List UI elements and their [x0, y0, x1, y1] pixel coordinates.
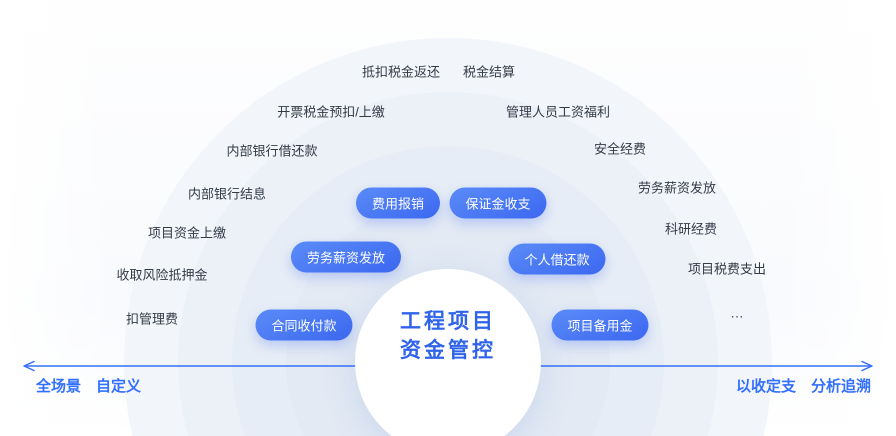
footer-tag: 自定义	[96, 378, 142, 395]
arc-label: 管理人员工资福利	[505, 104, 611, 120]
footer-left-tags: 全场景 自定义	[36, 375, 141, 396]
pill-personal-loan-repayment: 个人借还款	[508, 243, 606, 275]
arc-label: 扣管理费	[125, 311, 179, 327]
arc-label: 项目税费支出	[687, 261, 767, 277]
arc-label: 收取风险抵押金	[116, 267, 208, 283]
arc-label: 内部银行结息	[187, 186, 267, 202]
arc-label: 项目资金上缴	[147, 225, 227, 241]
footer-tag: 全场景	[36, 378, 82, 395]
center-title-line2: 资金管控	[400, 339, 496, 362]
center-title-line1: 工程项目	[400, 310, 496, 333]
arc-label: 内部银行借还款	[226, 143, 318, 159]
footer-tag: 以收定支	[735, 378, 796, 395]
pill-expense-reimbursement: 费用报销	[355, 187, 441, 219]
arc-label: 开票税金预扣/上缴	[277, 104, 385, 120]
footer-tag: 分析追溯	[810, 378, 871, 395]
pill-labor-salary-payment: 劳务薪资发放	[290, 241, 402, 273]
arc-label: 安全经费	[593, 141, 647, 157]
arc-label: 抵扣税金返还	[361, 64, 441, 80]
arc-label-ellipsis: ···	[730, 308, 744, 324]
pill-project-reserve-fund: 项目备用金	[551, 309, 649, 341]
pill-contract-payment: 合同收付款	[255, 309, 353, 341]
footer-right-tags: 以收定支 分析追溯	[736, 375, 871, 396]
arc-label: 科研经费	[664, 221, 718, 237]
pill-deposit-income-expense: 保证金收支	[449, 187, 547, 219]
arc-label: 劳务薪资发放	[637, 180, 717, 196]
center-title: 工程项目 资金管控	[400, 307, 496, 365]
arc-label: 税金结算	[462, 64, 516, 80]
